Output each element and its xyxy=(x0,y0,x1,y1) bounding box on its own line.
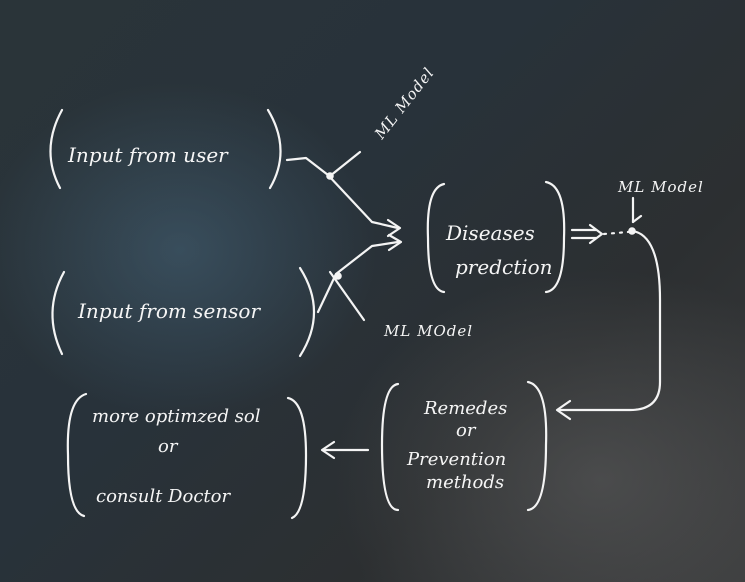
node-label-optimized-1: more optimzed sol xyxy=(92,406,261,427)
node-label-optimized-3: consult Doctor xyxy=(96,486,231,507)
junction-dot xyxy=(334,272,342,280)
ml-tap-foot xyxy=(631,214,643,224)
bracket-right xyxy=(298,266,316,358)
ml-tap-line xyxy=(328,150,362,178)
connector-line xyxy=(558,229,662,412)
connector-disease-to-remedies xyxy=(555,196,662,421)
double-arrow-icon xyxy=(570,223,604,245)
bracket-left xyxy=(49,108,64,190)
node-label-input-user: Input from user xyxy=(67,143,229,167)
label-ml-model-top: ML Model xyxy=(370,64,438,143)
node-label-remedies-4: methods xyxy=(426,472,504,493)
node-label-optimized-2: or xyxy=(158,436,179,457)
label-ml-model-right: ML Model xyxy=(617,178,704,196)
arrow-head-icon xyxy=(387,233,403,252)
bracket-left xyxy=(51,270,66,356)
node-input-from-user: Input from user xyxy=(49,108,282,190)
node-label-disease-1: Diseases xyxy=(445,221,535,245)
bracket-right xyxy=(526,380,548,512)
label-ml-model-bottom: ML MOdel xyxy=(383,322,473,340)
node-remedies: Remedes or Prevention methods xyxy=(380,380,548,512)
node-optimized: more optimzed sol or consult Doctor xyxy=(66,392,308,520)
node-label-disease-2: predction xyxy=(455,255,553,279)
arrow-head-icon xyxy=(555,399,572,421)
node-label-remedies-1: Remedes xyxy=(423,398,507,419)
node-input-from-sensor: Input from sensor xyxy=(51,266,316,358)
bracket-left xyxy=(66,392,88,518)
connector-user-to-disease xyxy=(285,150,402,238)
node-label-remedies-3: Prevention xyxy=(406,449,506,470)
ml-tap-line xyxy=(328,270,366,322)
arrow-head-icon xyxy=(386,218,402,238)
connector-sensor-to-disease xyxy=(316,233,403,322)
bracket-left xyxy=(380,382,400,512)
connector-remedies-to-optimized xyxy=(320,440,370,460)
junction-dot xyxy=(326,172,334,180)
node-label-remedies-2: or xyxy=(456,420,477,441)
arrow-head-icon xyxy=(320,440,336,460)
dotted-lead xyxy=(602,230,630,236)
connector-line xyxy=(316,240,400,314)
node-label-input-sensor: Input from sensor xyxy=(77,299,261,323)
connector-line xyxy=(285,156,400,230)
node-disease-prediction: Diseases predction xyxy=(426,180,566,294)
bracket-right xyxy=(266,108,282,190)
bracket-left xyxy=(426,182,446,294)
bracket-right xyxy=(544,180,566,294)
bracket-right xyxy=(286,396,308,520)
